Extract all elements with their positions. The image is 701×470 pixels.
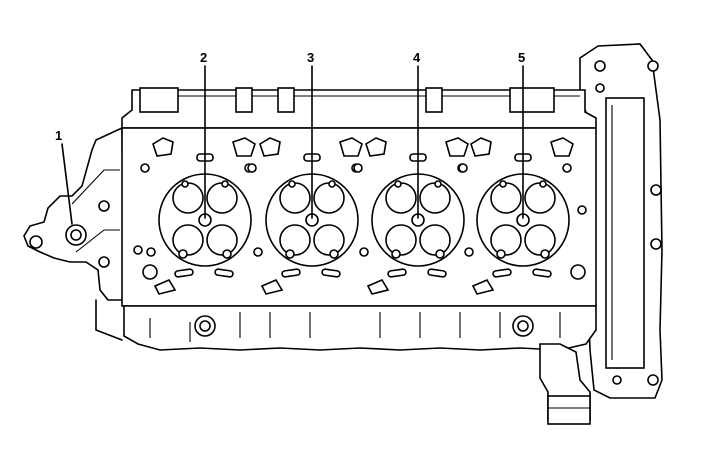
- intake-valve-b-2: [313, 182, 345, 214]
- intake-valve-a-3: [385, 182, 417, 214]
- ring-hole-a-4: [499, 180, 507, 188]
- top-rail: [121, 87, 597, 129]
- exhaust-valve-b-2: [313, 224, 345, 256]
- intake-valve-a-4: [490, 182, 522, 214]
- end-hole-small-right: [577, 205, 587, 215]
- water-jacket-right-4: [550, 137, 574, 157]
- lower-jacket-3: [366, 278, 390, 295]
- water-jacket-right-2: [339, 137, 363, 157]
- end-hole-left: [142, 264, 158, 280]
- lower-slot-a-2: [281, 268, 301, 278]
- side-hole-4: [464, 247, 474, 257]
- callout-leader-1: [61, 143, 73, 225]
- exhaust-valve-a-3: [385, 224, 417, 256]
- lower-slot-a-4: [492, 268, 512, 278]
- callout-1: 1: [55, 128, 62, 143]
- ring-hole-d-3: [435, 249, 445, 259]
- ring-hole-d-2: [329, 249, 339, 259]
- callout-3: 3: [307, 50, 314, 65]
- passage-hole-4: [458, 163, 468, 173]
- ring-hole-c-2: [285, 249, 295, 259]
- ring-hole-a-1: [181, 180, 189, 188]
- side-hole-2: [253, 247, 263, 257]
- lower-slot-a-3: [387, 268, 407, 278]
- water-jacket-left-1: [152, 137, 174, 157]
- side-hole-3: [359, 247, 369, 257]
- ring-hole-b-3: [434, 180, 442, 188]
- ring-hole-c-3: [391, 249, 401, 259]
- exhaust-valve-a-2: [279, 224, 311, 256]
- exhaust-valve-a-4: [490, 224, 522, 256]
- passage-hole-3: [353, 163, 363, 173]
- water-jacket-left-2: [259, 137, 281, 157]
- ring-hole-c-1: [178, 249, 188, 259]
- intake-valve-b-1: [206, 182, 238, 214]
- callout-labels: 1 2 3 4 5: [55, 50, 525, 143]
- callout-5: 5: [518, 50, 525, 65]
- ring-hole-a-2: [288, 180, 296, 188]
- exhaust-valve-b-4: [524, 224, 556, 256]
- callout-leaders: [61, 65, 524, 225]
- intake-valve-b-4: [524, 182, 556, 214]
- head-bolt-2: [517, 320, 529, 332]
- ring-hole-c-4: [496, 249, 506, 259]
- left-mount-bracket: [23, 126, 125, 341]
- lower-slot-b-3: [427, 268, 447, 278]
- ring-hole-b-4: [539, 180, 547, 188]
- water-jacket-right-3: [445, 137, 469, 157]
- lower-slot-b-1: [214, 268, 234, 278]
- callout-2: 2: [200, 50, 207, 65]
- callout-4: 4: [413, 50, 421, 65]
- lower-slot-a-1: [174, 268, 194, 278]
- water-jacket-left-3: [365, 137, 387, 157]
- lower-slot-b-2: [321, 268, 341, 278]
- intake-valve-a-1: [172, 182, 204, 214]
- ring-hole-a-3: [394, 180, 402, 188]
- lower-jacket-1: [153, 278, 177, 295]
- side-hole-1: [146, 247, 156, 257]
- water-jacket-left-4: [470, 137, 492, 157]
- ring-hole-b-2: [328, 180, 336, 188]
- exhaust-valve-a-1: [172, 224, 204, 256]
- rear-end-cover: [579, 43, 663, 399]
- intake-valve-b-3: [419, 182, 451, 214]
- lower-skirt: [123, 305, 597, 425]
- ring-hole-d-4: [540, 249, 550, 259]
- end-hole-right: [570, 264, 586, 280]
- passage-hole-1: [140, 163, 150, 173]
- ring-hole-b-1: [221, 180, 229, 188]
- passage-hole-right-4: [562, 163, 572, 173]
- intake-valve-a-2: [279, 182, 311, 214]
- end-hole-small-left: [133, 245, 143, 255]
- exhaust-valve-b-3: [419, 224, 451, 256]
- lower-jacket-4: [471, 278, 495, 295]
- passage-hole-2: [247, 163, 257, 173]
- ring-hole-d-1: [222, 249, 232, 259]
- water-jacket-right-1: [232, 137, 256, 157]
- head-bolt-1: [199, 320, 211, 332]
- lower-slot-b-4: [532, 268, 552, 278]
- exhaust-valve-b-1: [206, 224, 238, 256]
- lower-jacket-2: [260, 278, 284, 295]
